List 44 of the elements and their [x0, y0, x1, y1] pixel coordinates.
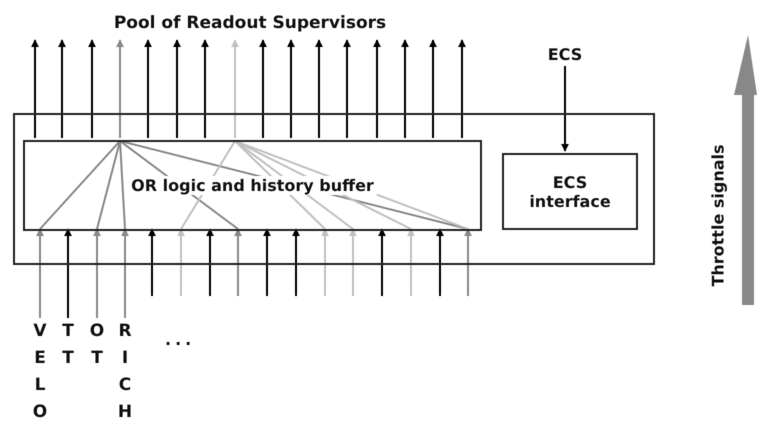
arrow	[234, 228, 242, 296]
axis-label: Throttle signals	[708, 144, 728, 286]
arrow	[343, 39, 351, 138]
arrow	[401, 39, 409, 138]
arrow	[173, 39, 181, 138]
arrow	[458, 39, 466, 138]
arrow	[321, 228, 329, 296]
detector-label: RICH	[117, 318, 133, 428]
module-box	[13, 113, 655, 265]
ellipsis-text: ...	[165, 330, 196, 349]
arrow	[373, 39, 381, 138]
arrow	[231, 39, 239, 138]
arrow	[287, 39, 295, 138]
arrow	[31, 39, 39, 138]
input-label: ECS	[540, 42, 590, 66]
detector-label: TT	[60, 318, 76, 374]
arrow	[177, 228, 185, 296]
arrow	[292, 228, 300, 296]
arrow	[144, 39, 152, 138]
arrow	[315, 39, 323, 138]
detector-label: OT	[89, 318, 105, 374]
arrow	[93, 228, 101, 318]
arrow	[429, 39, 437, 138]
arrow	[378, 228, 386, 296]
arrow	[263, 228, 271, 296]
arrow	[407, 228, 415, 296]
box-label: ECS interface	[528, 172, 612, 210]
arrow	[206, 228, 214, 296]
arrow	[349, 228, 357, 296]
heading-text: Pool of Readout Supervisors	[90, 6, 410, 40]
arrow	[64, 228, 72, 318]
arrow	[464, 228, 472, 296]
process-box	[502, 153, 638, 230]
arrow	[121, 228, 129, 318]
arrow	[58, 39, 66, 138]
arrow	[116, 39, 124, 138]
arrow	[148, 228, 156, 296]
arrow	[36, 228, 44, 318]
arrow	[201, 39, 209, 138]
arrow	[561, 66, 569, 152]
arrow	[436, 228, 444, 296]
arrow	[88, 39, 96, 138]
detector-label: VELO	[32, 318, 48, 428]
arrow	[259, 39, 267, 138]
